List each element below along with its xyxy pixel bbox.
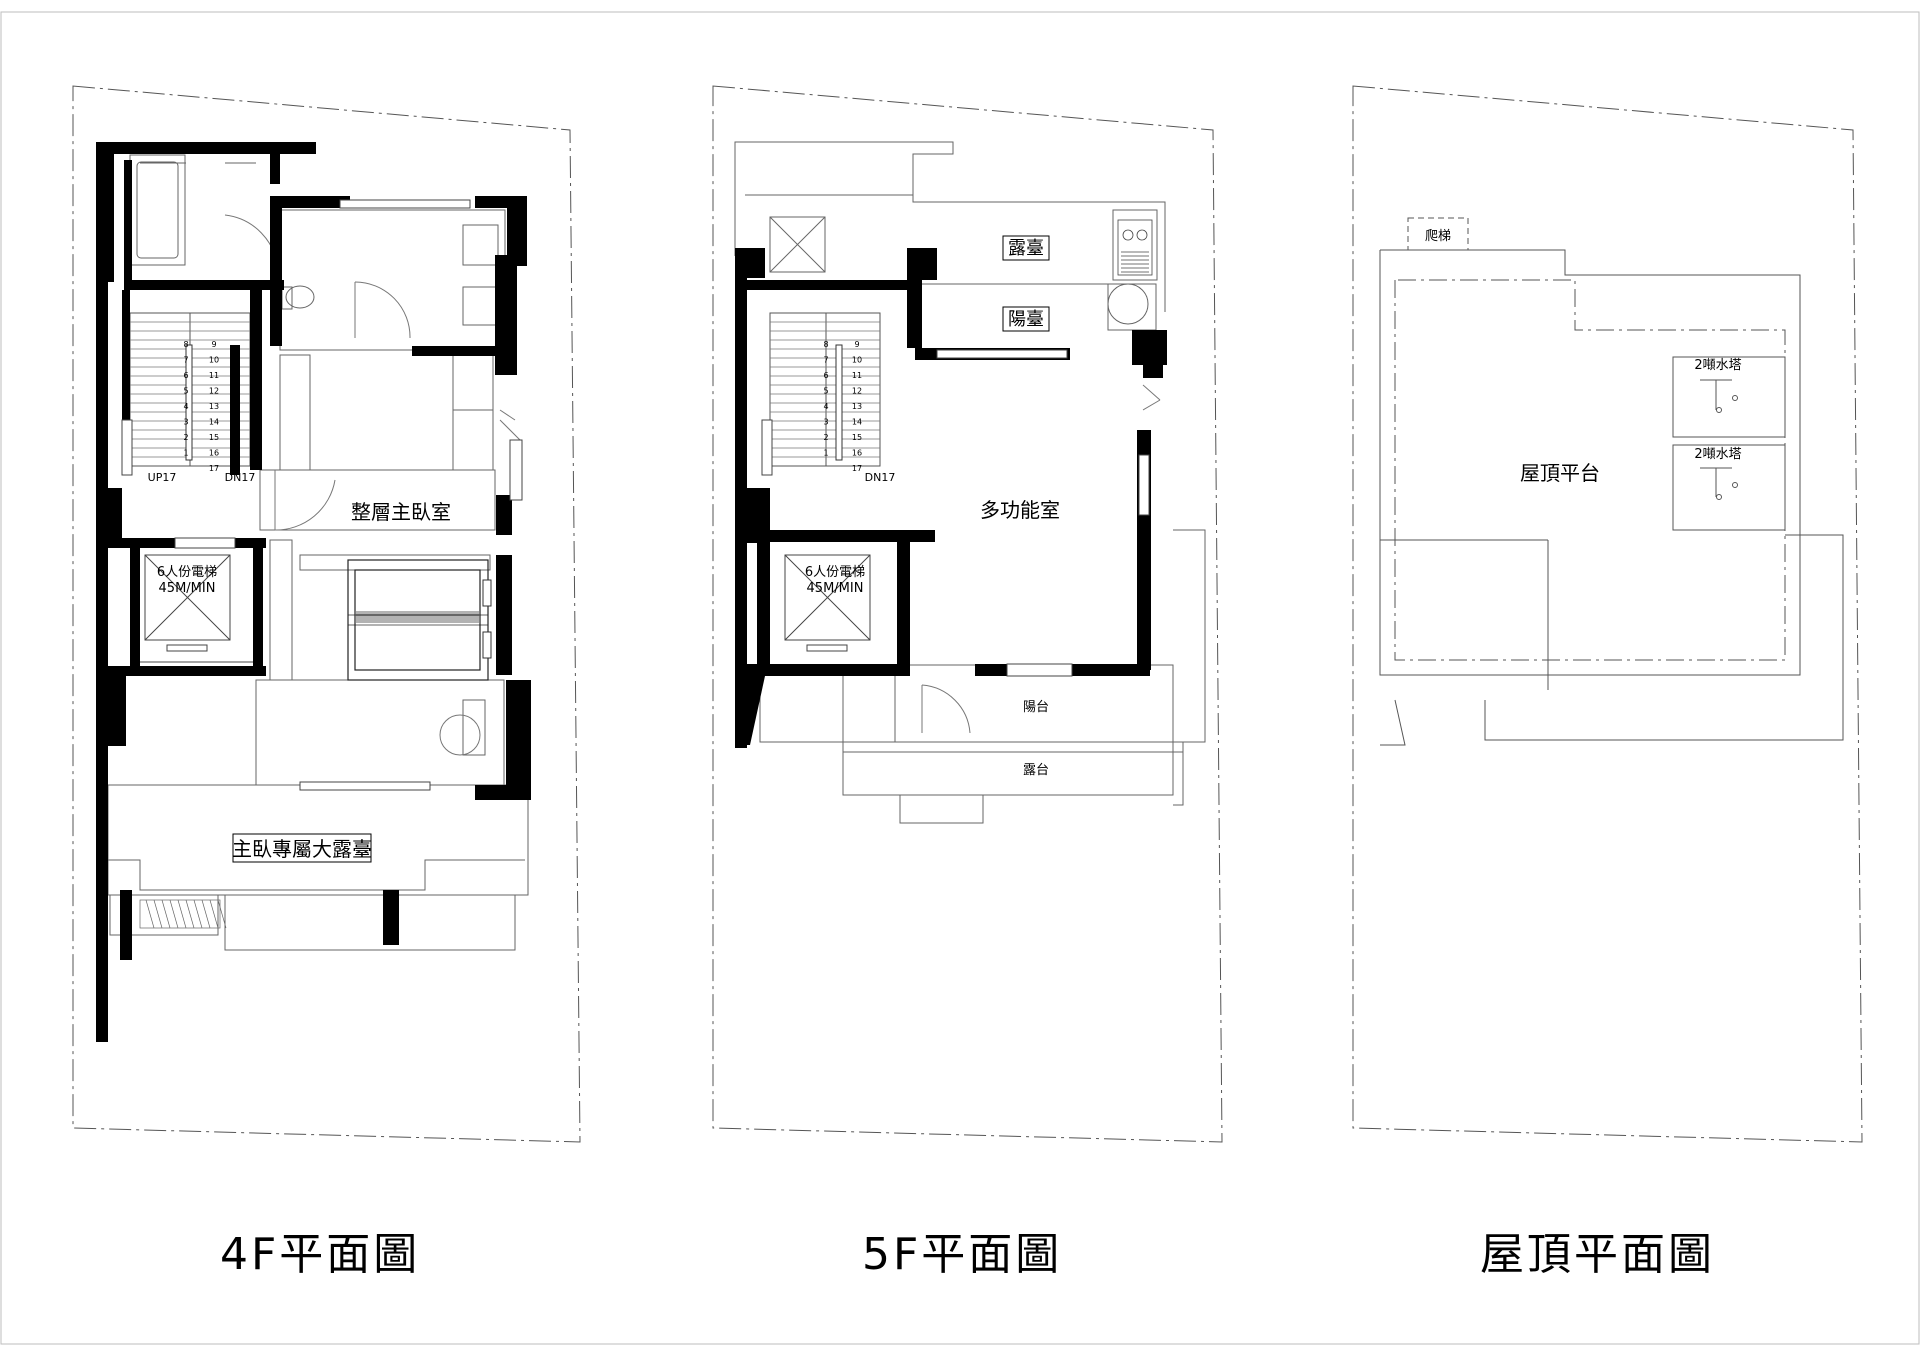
stair-step-number: 8 bbox=[823, 340, 828, 349]
plan-roof: 爬梯 屋頂平台 2噸水塔 2噸水塔 bbox=[1352, 85, 1863, 1143]
stair-step-number: 7 bbox=[183, 356, 188, 365]
balcony-top-label-5f: 陽臺 bbox=[1008, 309, 1044, 330]
elevator-speed-label-4f: 45M/MIN bbox=[159, 581, 216, 596]
multi-room-label: 多功能室 bbox=[980, 498, 1060, 522]
stair-step-number: 8 bbox=[183, 340, 188, 349]
stair-step-number: 4 bbox=[183, 402, 188, 411]
stair-step-number: 4 bbox=[823, 402, 828, 411]
stair-step-number: 13 bbox=[209, 402, 219, 411]
roof-platform-label: 屋頂平台 bbox=[1520, 461, 1600, 485]
master-bedroom-label: 整層主臥室 bbox=[351, 500, 451, 524]
stair-step-number: 16 bbox=[209, 449, 219, 458]
stair-down-label-4f: DN17 bbox=[225, 471, 256, 484]
terrace-label-bg-4f bbox=[232, 833, 372, 863]
stair-step-number: 3 bbox=[183, 418, 188, 427]
stair-step-number: 9 bbox=[854, 340, 859, 349]
ladder-label: 爬梯 bbox=[1425, 229, 1451, 244]
stair-step-number: 14 bbox=[852, 418, 862, 427]
balcony-bottom-label-5f: 陽台 bbox=[1023, 700, 1049, 715]
stair-step-number: 11 bbox=[209, 371, 219, 380]
elevator-capacity-label-5f: 6人份電梯 bbox=[805, 565, 865, 580]
stair-up-label-4f: UP17 bbox=[148, 471, 177, 484]
terrace-bottom-label-5f: 露台 bbox=[1023, 763, 1049, 778]
site-boundary-5f bbox=[712, 85, 1223, 1143]
stair-step-number: 11 bbox=[852, 371, 862, 380]
water-tank-label-1: 2噸水塔 bbox=[1694, 358, 1741, 373]
elevator-capacity-label-4f: 6人份電梯 bbox=[157, 565, 217, 580]
stair-step-number: 5 bbox=[823, 387, 828, 396]
stair-step-number: 1 bbox=[823, 449, 828, 458]
stair-step-number: 3 bbox=[823, 418, 828, 427]
stair-step-number: 1 bbox=[183, 449, 188, 458]
stair-step-number: 6 bbox=[183, 371, 188, 380]
master-terrace-label: 主臥專屬大露臺 bbox=[232, 837, 372, 861]
stair-step-number: 15 bbox=[209, 433, 219, 442]
stair-step-number: 15 bbox=[852, 433, 862, 442]
stair-step-number: 17 bbox=[852, 464, 862, 473]
caption-roof: 屋頂平面圖 bbox=[1480, 1229, 1715, 1280]
stair-step-number: 10 bbox=[852, 356, 862, 365]
site-boundary-4f bbox=[72, 85, 581, 1143]
caption-5f: 5F平面圖 bbox=[862, 1229, 1063, 1280]
water-tank-label-2: 2噸水塔 bbox=[1694, 447, 1741, 462]
site-boundary-roof bbox=[1352, 85, 1863, 1143]
master-bedroom-label-bg bbox=[353, 498, 449, 526]
stair-step-number: 6 bbox=[823, 371, 828, 380]
stair-step-number: 12 bbox=[852, 387, 862, 396]
stair-step-number: 16 bbox=[852, 449, 862, 458]
stair-step-number: 17 bbox=[209, 464, 219, 473]
plan-5f: 露臺 陽臺 多功能室 6人份電梯 45M/MIN 陽台 露台 DN17 8 7 6 5… bbox=[712, 85, 1223, 1143]
stair-step-number: 12 bbox=[209, 387, 219, 396]
stair-down-label-5f: DN17 bbox=[865, 471, 896, 484]
stair-step-number: 2 bbox=[823, 433, 828, 442]
terrace-top-label-5f: 露臺 bbox=[1008, 238, 1044, 259]
elevator-speed-label-5f: 45M/MIN bbox=[807, 581, 864, 596]
plan-4f: 整層主臥室 6人份電梯 45M/MIN 主臥專屬大露臺 UP17 DN17 8 7… bbox=[72, 85, 581, 1143]
stair-step-number: 7 bbox=[823, 356, 828, 365]
stair-step-number: 13 bbox=[852, 402, 862, 411]
stair-step-number: 9 bbox=[211, 340, 216, 349]
stair-step-number: 10 bbox=[209, 356, 219, 365]
stair-step-number: 2 bbox=[183, 433, 188, 442]
caption-4f: 4F平面圖 bbox=[220, 1229, 421, 1280]
stair-step-number: 5 bbox=[183, 387, 188, 396]
stair-step-number: 14 bbox=[209, 418, 219, 427]
